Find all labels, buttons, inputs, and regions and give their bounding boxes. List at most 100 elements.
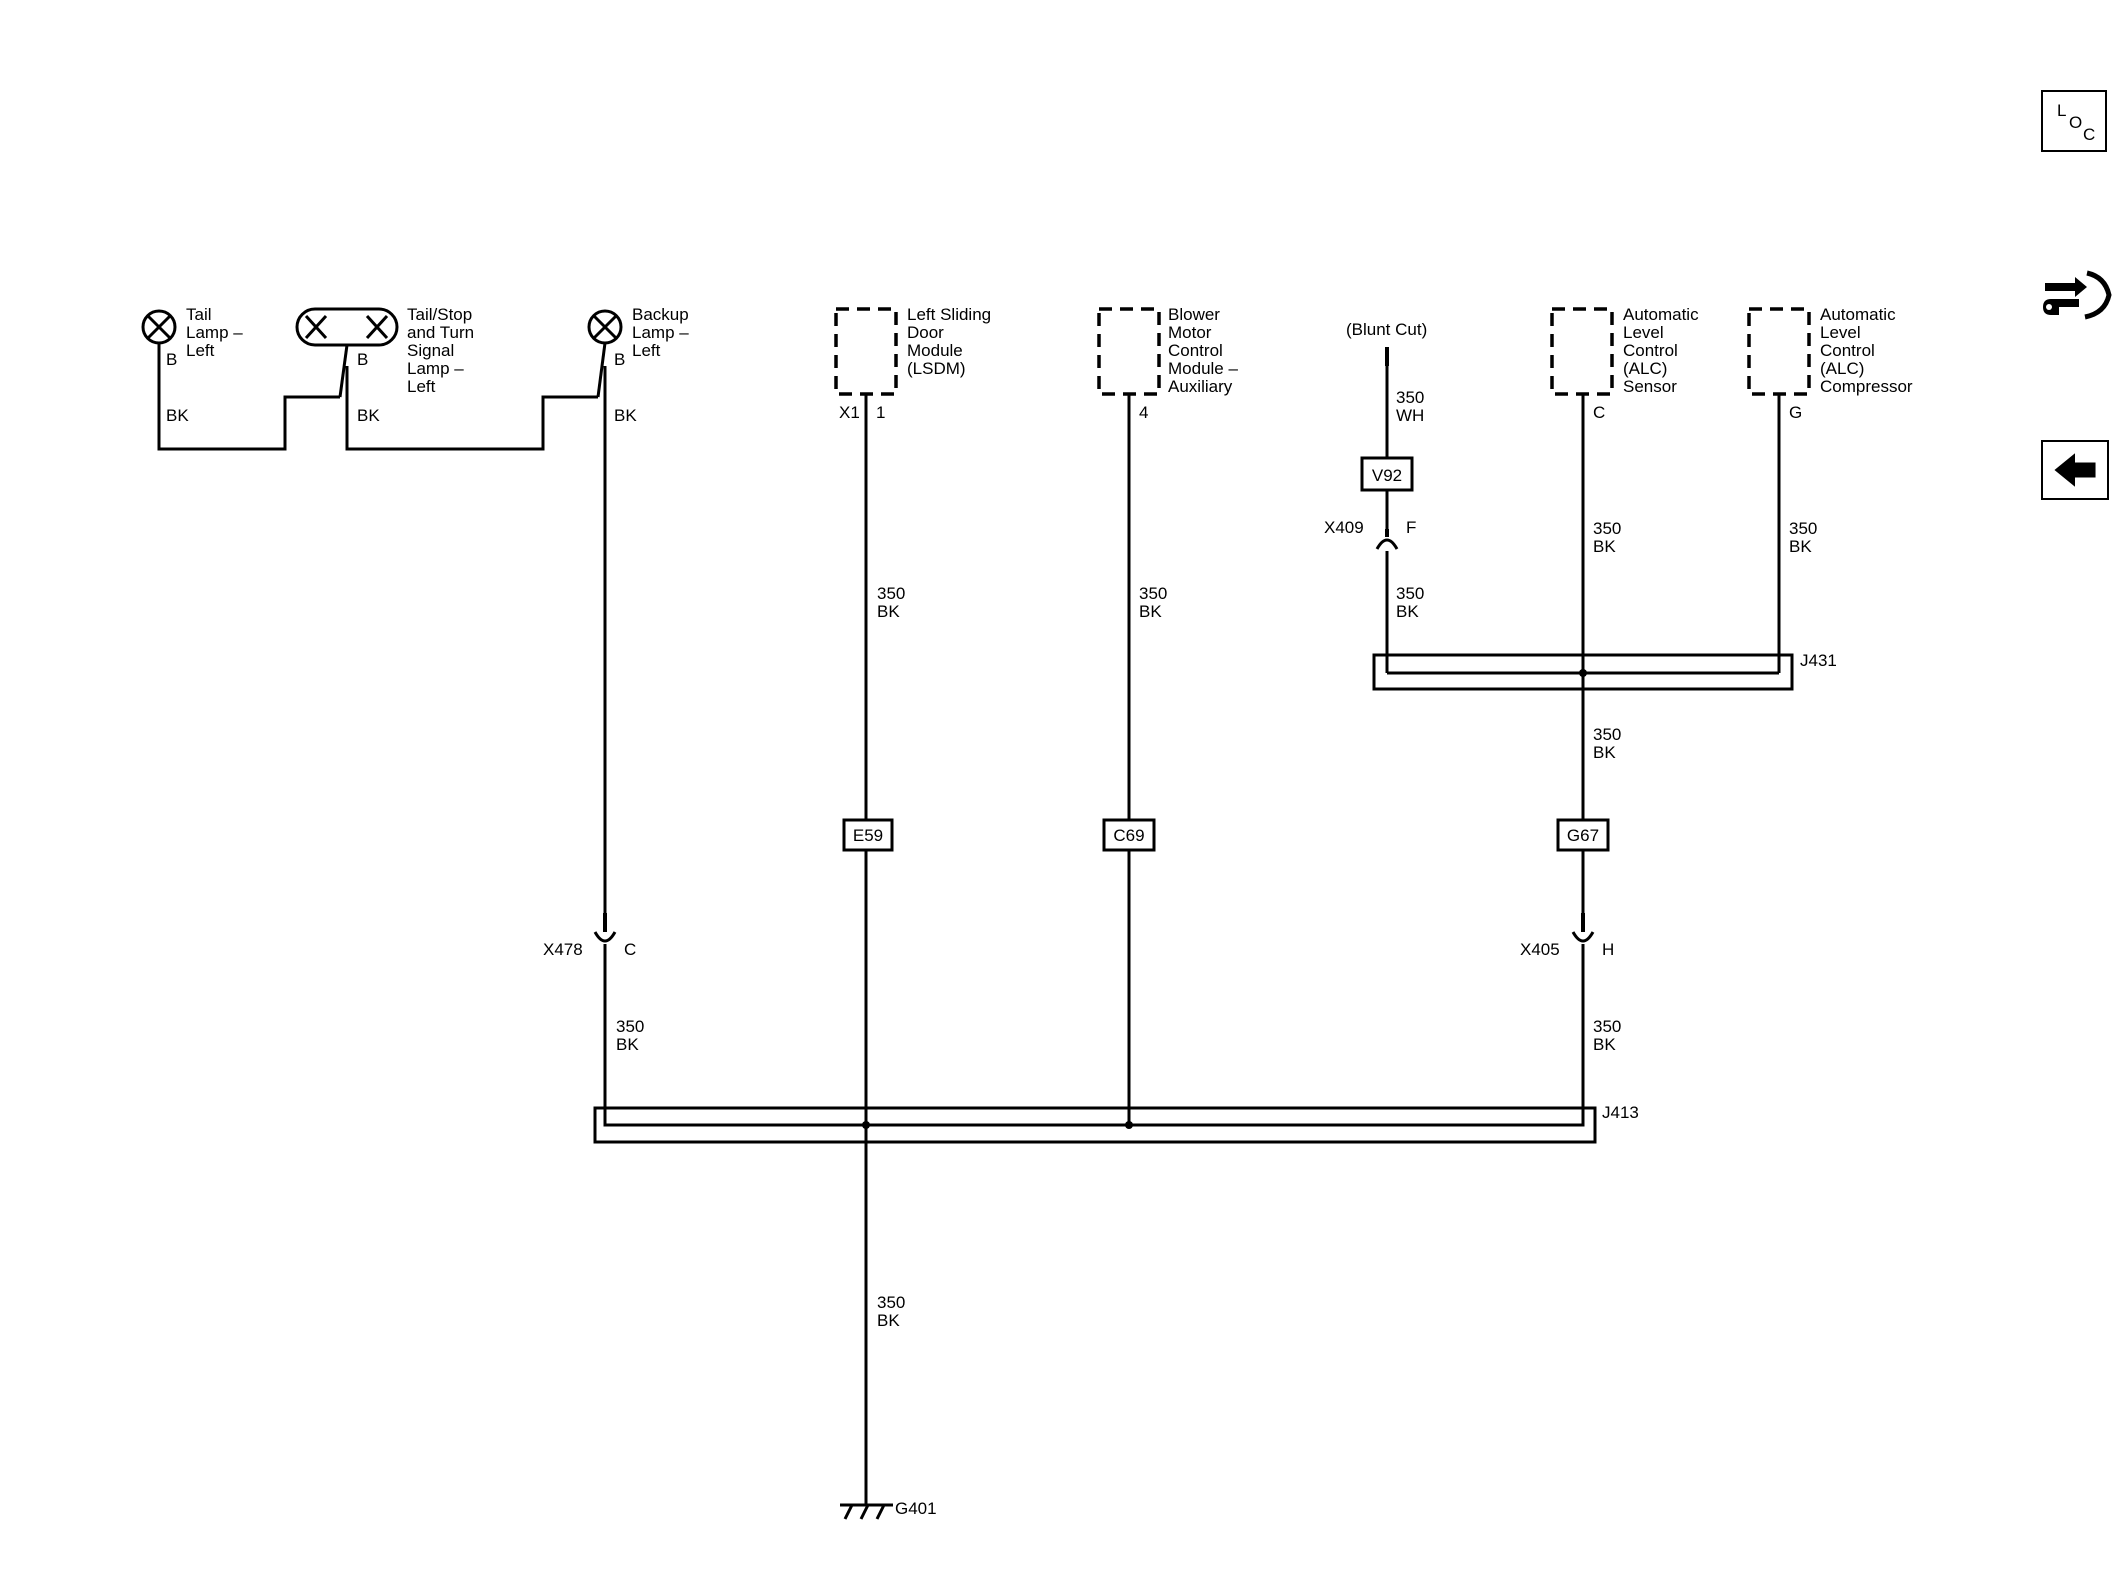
alc-sensor-label-1: Automatic — [1623, 305, 1699, 324]
alc-comp-label-3: Control — [1820, 341, 1875, 360]
tail-lamp-pin: B — [166, 350, 177, 369]
blower-label-3: Control — [1168, 341, 1223, 360]
splice-e59[interactable]: E59 — [842, 818, 894, 852]
tail-stop-label-1: Tail/Stop — [407, 305, 472, 324]
alc-sensor[interactable]: Automatic Level Control (ALC) Sensor C — [1550, 305, 1699, 422]
blunt-cut-label: (Blunt Cut) — [1346, 320, 1427, 339]
loc-letter-l: L — [2057, 101, 2067, 120]
alc-comp-wire-gauge: 350 — [1789, 519, 1817, 538]
lsdm-label-2: Door — [907, 323, 944, 342]
tail-stop-label-5: Left — [407, 377, 436, 396]
g67-label: G67 — [1567, 826, 1599, 845]
blunt-wire-color: WH — [1396, 406, 1424, 425]
lsdm-label-1: Left Sliding — [907, 305, 991, 324]
x409-name: X409 — [1324, 518, 1364, 537]
x478-wire-gauge: 350 — [616, 1017, 644, 1036]
x405-pin: H — [1602, 940, 1614, 959]
tail-stop-turn-lamp-left[interactable]: Tail/Stop and Turn Signal Lamp – Left B … — [295, 305, 474, 425]
ground-wire-gauge: 350 — [877, 1293, 905, 1312]
backup-lamp-label-3: Left — [632, 341, 661, 360]
loc-letter-c: C — [2083, 125, 2096, 144]
tail-stop-label-4: Lamp – — [407, 359, 464, 378]
alc-sensor-label-2: Level — [1623, 323, 1664, 342]
alc-sensor-wire-gauge: 350 — [1593, 519, 1621, 538]
backup-lamp-label-1: Backup — [632, 305, 689, 324]
blower-label-4: Module – — [1168, 359, 1238, 378]
tail-stop-wire-path — [345, 366, 598, 451]
lsdm-pin: 1 — [876, 403, 885, 422]
blower-label-1: Blower — [1168, 305, 1220, 324]
alc-sensor-pin: C — [1593, 403, 1605, 422]
lsdm-wire-color: BK — [877, 602, 900, 621]
blower-pin: 4 — [1139, 403, 1148, 422]
alc-sensor-label-4: (ALC) — [1623, 359, 1667, 378]
connector-x478[interactable]: X478 C — [543, 913, 636, 959]
splice-g67[interactable]: G67 — [1556, 818, 1610, 852]
blunt-wire-gauge: 350 — [1396, 388, 1424, 407]
junction-j431[interactable]: J431 — [1372, 651, 1837, 691]
module-lsdm[interactable]: Left Sliding Door Module (LSDM) X1 1 — [834, 305, 991, 422]
loc-letter-o: O — [2069, 113, 2083, 132]
svg-text:Lamp –: Lamp – — [186, 323, 243, 342]
blower-wire-color: BK — [1139, 602, 1162, 621]
x405-wire-color: BK — [1593, 1035, 1616, 1054]
backup-lamp-label-2: Lamp – — [632, 323, 689, 342]
splice-c69[interactable]: C69 — [1102, 818, 1156, 852]
svg-text:Left: Left — [186, 341, 215, 360]
x409-wire-gauge: 350 — [1396, 584, 1424, 603]
blower-label-2: Motor — [1168, 323, 1212, 342]
backup-lamp-pin: B — [614, 350, 625, 369]
x478-pin: C — [624, 940, 636, 959]
alc-compressor[interactable]: Automatic Level Control (ALC) Compressor… — [1747, 305, 1913, 422]
tail-lamp-label-2: Lamp – — [186, 323, 243, 342]
alc-sensor-label-5: Sensor — [1623, 377, 1677, 396]
x478-name: X478 — [543, 940, 583, 959]
ground-g401[interactable]: G401 — [840, 1499, 937, 1520]
lsdm-label-4: (LSDM) — [907, 359, 966, 378]
connector-tools-button[interactable] — [2035, 255, 2115, 335]
j431-wire-gauge: 350 — [1593, 725, 1621, 744]
tail-stop-pin: B — [357, 350, 368, 369]
alc-sensor-label-3: Control — [1623, 341, 1678, 360]
x405-wire-gauge: 350 — [1593, 1017, 1621, 1036]
blower-wire-gauge: 350 — [1139, 584, 1167, 603]
alc-sensor-wire-color: BK — [1593, 537, 1616, 556]
tail-lamp-label-1: Tail — [186, 305, 212, 324]
lsdm-wire-gauge: 350 — [877, 584, 905, 603]
alc-comp-label-4: (ALC) — [1820, 359, 1864, 378]
c69-label: C69 — [1113, 826, 1144, 845]
alc-comp-label-1: Automatic — [1820, 305, 1896, 324]
tail-stop-wire: BK — [357, 406, 380, 425]
connector-x409[interactable]: X409 F — [1324, 518, 1416, 550]
j413-label: J413 — [1602, 1103, 1639, 1122]
ground-label: G401 — [895, 1499, 937, 1518]
back-button[interactable] — [2041, 440, 2109, 500]
connector-tools-icon — [2043, 270, 2112, 320]
x478-wire-color: BK — [616, 1035, 639, 1054]
alc-comp-label-5: Compressor — [1820, 377, 1913, 396]
alc-comp-wire-color: BK — [1789, 537, 1812, 556]
e59-label: E59 — [853, 826, 883, 845]
tail-stop-label-3: Signal — [407, 341, 454, 360]
j431-label: J431 — [1800, 651, 1837, 670]
splice-v92[interactable]: V92 — [1360, 456, 1414, 492]
lsdm-connector: X1 — [839, 403, 860, 422]
lsdm-label-3: Module — [907, 341, 963, 360]
tail-stop-label-2: and Turn — [407, 323, 474, 342]
arrow-left-icon — [2054, 453, 2096, 487]
tail-lamp-left[interactable]: Tail Lamp – Left B BK — [141, 305, 243, 425]
location-button[interactable]: L O C — [2041, 90, 2107, 152]
svg-text:Tail: Tail — [186, 305, 212, 324]
tail-lamp-label-3: Left — [186, 341, 215, 360]
junction-j413[interactable]: J413 — [593, 1103, 1639, 1144]
v92-label: V92 — [1372, 466, 1402, 485]
alc-comp-label-2: Level — [1820, 323, 1861, 342]
x405-name: X405 — [1520, 940, 1560, 959]
alc-comp-pin: G — [1789, 403, 1802, 422]
x409-wire-color: BK — [1396, 602, 1419, 621]
backup-lamp-wire: BK — [614, 406, 637, 425]
module-blower-auxiliary[interactable]: Blower Motor Control Module – Auxiliary … — [1097, 305, 1238, 422]
connector-x405[interactable]: X405 H — [1520, 913, 1614, 959]
j431-wire-color: BK — [1593, 743, 1616, 762]
